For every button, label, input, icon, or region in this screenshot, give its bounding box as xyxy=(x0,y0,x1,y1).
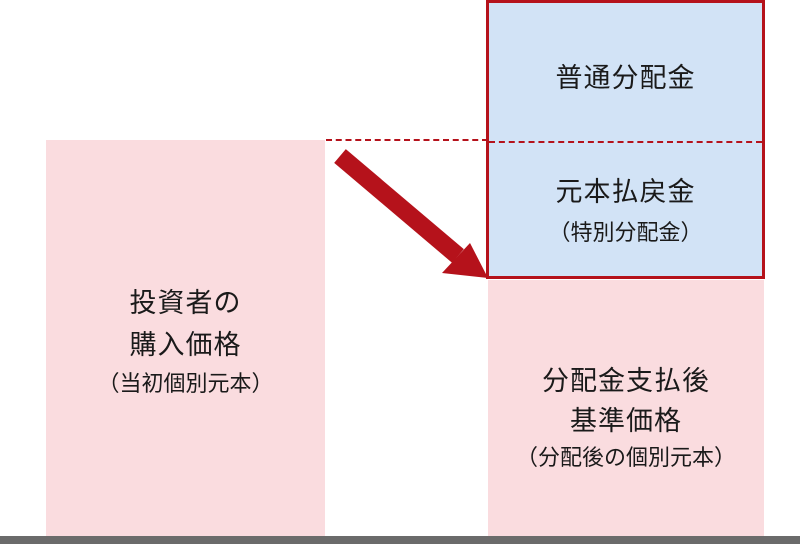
baseline-axis xyxy=(0,536,800,544)
purchase-price-label-note: （当初個別元本） xyxy=(97,372,274,397)
distribution-divider xyxy=(489,141,762,143)
post-distribution-label-line2: 基準価格 xyxy=(570,406,682,437)
purchase-price-label-line1: 投資者の xyxy=(129,288,242,319)
post-distribution-label-note: （分配後の個別元本） xyxy=(515,446,736,471)
dashed-connector-line xyxy=(326,139,488,141)
principal-return-label: 元本払戻金 xyxy=(555,177,696,208)
purchase-price-bar: 投資者の 購入価格 （当初個別元本） xyxy=(46,140,325,536)
special-distribution-note: （特別分配金） xyxy=(548,221,703,246)
ordinary-distribution-label: 普通分配金 xyxy=(555,63,696,94)
post-distribution-label-line1: 分配金支払後 xyxy=(542,366,710,397)
distribution-group: 普通分配金 元本払戻金 （特別分配金） xyxy=(486,0,765,279)
diagonal-arrow-icon xyxy=(334,149,488,278)
purchase-price-label-line2: 購入価格 xyxy=(129,330,242,361)
post-distribution-price-bar: 分配金支払後 基準価格 （分配後の個別元本） xyxy=(488,280,764,536)
